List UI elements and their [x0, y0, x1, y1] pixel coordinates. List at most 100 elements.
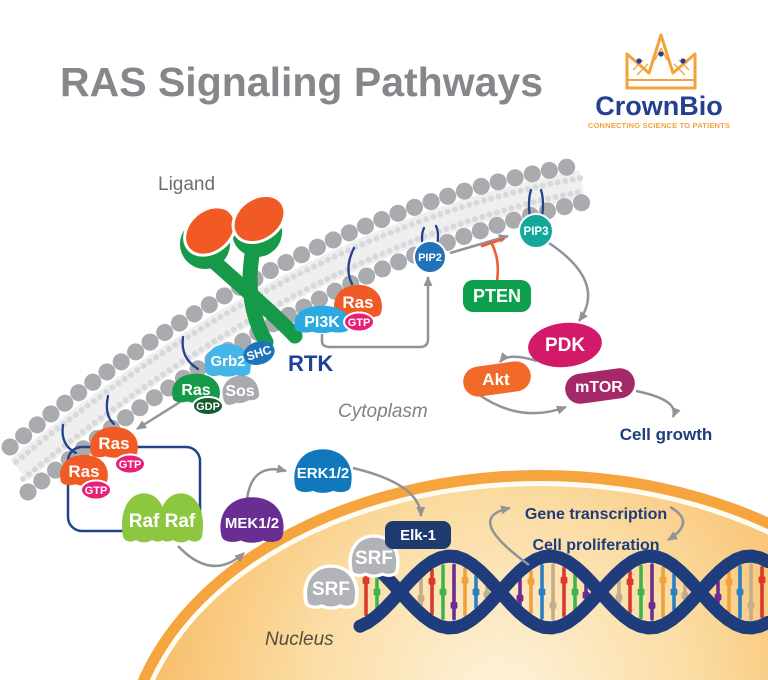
arrow-mtor-to-cellgrowth: [635, 389, 681, 418]
ras-gdp-ras-label: Ras: [181, 382, 210, 399]
arrow-akt-to-mtor: [477, 392, 567, 415]
nucleus-interior: [155, 486, 768, 680]
dna-base-bead: [747, 602, 755, 609]
pten-label: PTEN: [473, 286, 521, 306]
arrow-pi3k-to-pip2: [320, 276, 433, 349]
dna-base-bead: [615, 594, 623, 601]
crown-icon: [625, 33, 697, 90]
arrow-mek-to-erk: [245, 464, 287, 500]
dna-base-bead: [439, 588, 447, 596]
node-raf: Raf Raf: [122, 493, 203, 543]
grb2-label: Grb2: [210, 353, 245, 370]
node-pip3: PIP3: [518, 213, 554, 249]
logo-tagline: CONNECTING SCIENCE TO PATIENTS: [588, 121, 730, 130]
node-shc: SHC: [243, 340, 275, 366]
dna-base-bead: [626, 578, 634, 586]
akt-label: Akt: [482, 370, 510, 389]
dna-base-bead: [417, 595, 425, 602]
arrow-dna-to-transcription: [489, 505, 530, 567]
dna-base-bead: [428, 577, 436, 585]
arrow-pdk-to-akt: [499, 352, 538, 363]
tether-grb2: [181, 335, 200, 371]
pdk-label: PDK: [545, 335, 585, 356]
dna-base-bead: [373, 588, 381, 596]
node-mek: MEK1/2: [220, 497, 284, 543]
dna-base-bead: [362, 577, 370, 585]
dna-base-bead: [758, 576, 766, 584]
node-pten: PTEN: [463, 280, 531, 312]
raf-label: Raf Raf: [129, 511, 196, 532]
node-sos: Sos: [219, 372, 261, 407]
erk-label: ERK1/2: [297, 465, 350, 482]
node-erk: ERK1/2: [294, 449, 352, 493]
node-akt: Akt: [463, 361, 531, 397]
pip2-label: PIP2: [418, 252, 442, 264]
nucleus-label: Nucleus: [265, 629, 334, 650]
elk1-label: Elk-1: [400, 527, 436, 544]
gene-transcription-label: Gene transcription: [525, 506, 667, 523]
srf-label: SRF: [312, 579, 350, 600]
dna-base-bead: [659, 576, 667, 584]
dna-base-bead: [516, 594, 524, 602]
arrow-transcription-to-proliferation: [667, 505, 685, 542]
pi3k-label: PI3K: [304, 314, 340, 331]
rtk-receptor: [180, 193, 303, 350]
tether-pi3k-ras: [347, 246, 356, 286]
cytoplasm-label: Cytoplasm: [338, 401, 428, 422]
dna-base-bead: [637, 588, 645, 596]
node-pip2: PIP2: [413, 240, 447, 274]
crownbio-logo: CrownBio CONNECTING SCIENCE TO PATIENTS: [588, 33, 730, 130]
mtor-label: mTOR: [575, 379, 623, 396]
sos-label: Sos: [225, 383, 254, 400]
dna-base-bead: [527, 578, 535, 585]
ligand-molecule-right: [231, 193, 287, 245]
node-grb2: Grb2: [205, 343, 251, 377]
membrane-tails-lower: [20, 188, 587, 482]
arrow-pip3-to-pdk: [548, 241, 590, 322]
dna-base-bead: [736, 588, 744, 596]
node-ras-gtp-pi3k: Ras PI3K GTP: [294, 284, 382, 334]
tether-ras-upper: [105, 394, 116, 426]
tether-ras-lower: [61, 423, 78, 455]
page-title: RAS Signaling Pathways: [60, 59, 543, 105]
dna-base-bead: [549, 602, 557, 609]
mek-label: MEK1/2: [225, 515, 279, 532]
node-pdk: PDK: [528, 322, 602, 368]
dna-base-bead: [472, 588, 480, 596]
ras-label: Ras: [342, 293, 373, 312]
arrow-raf-to-mek: [177, 545, 245, 568]
dna-base-bead: [725, 578, 733, 586]
membrane-tails-upper: [13, 175, 584, 465]
dna-base-bead: [560, 576, 568, 584]
ras-label: Ras: [98, 434, 129, 453]
ras-label: Ras: [68, 462, 99, 481]
dna-base-bead: [670, 588, 678, 596]
pip3-label: PIP3: [524, 226, 549, 238]
ligand-molecule-left: [183, 205, 237, 257]
ligand-label: Ligand: [158, 174, 215, 195]
dna-base-bead: [461, 577, 469, 584]
gdp-label: GDP: [196, 401, 220, 413]
dna-base-bead: [538, 588, 546, 596]
srf-label: SRF: [355, 548, 393, 569]
dna-base-bead: [714, 593, 722, 601]
dna-strand: [353, 549, 768, 635]
cell-proliferation-label: Cell proliferation: [532, 537, 659, 554]
membrane-outer-leaflet: [1, 156, 589, 456]
gtp-label: GTP: [119, 459, 142, 471]
plasma-membrane: [1, 156, 594, 501]
gtp-label: GTP: [85, 485, 108, 497]
membrane-tail-band: [10, 170, 585, 481]
dna-base-bead: [450, 602, 458, 609]
cell-growth-label: Cell growth: [620, 425, 713, 444]
gtp-label: GTP: [348, 317, 371, 329]
node-ras-gtp-lower: Ras GTP: [60, 454, 112, 501]
pten-inhibition-line: [490, 242, 500, 283]
node-ras-gtp-upper: Ras GTP: [90, 426, 146, 475]
signal-arrows: [136, 234, 685, 568]
rtk-label: RTK: [288, 351, 333, 376]
arrow-rasgdp-to-rasgtp: [136, 400, 181, 431]
logo-name: CrownBio: [595, 91, 723, 121]
